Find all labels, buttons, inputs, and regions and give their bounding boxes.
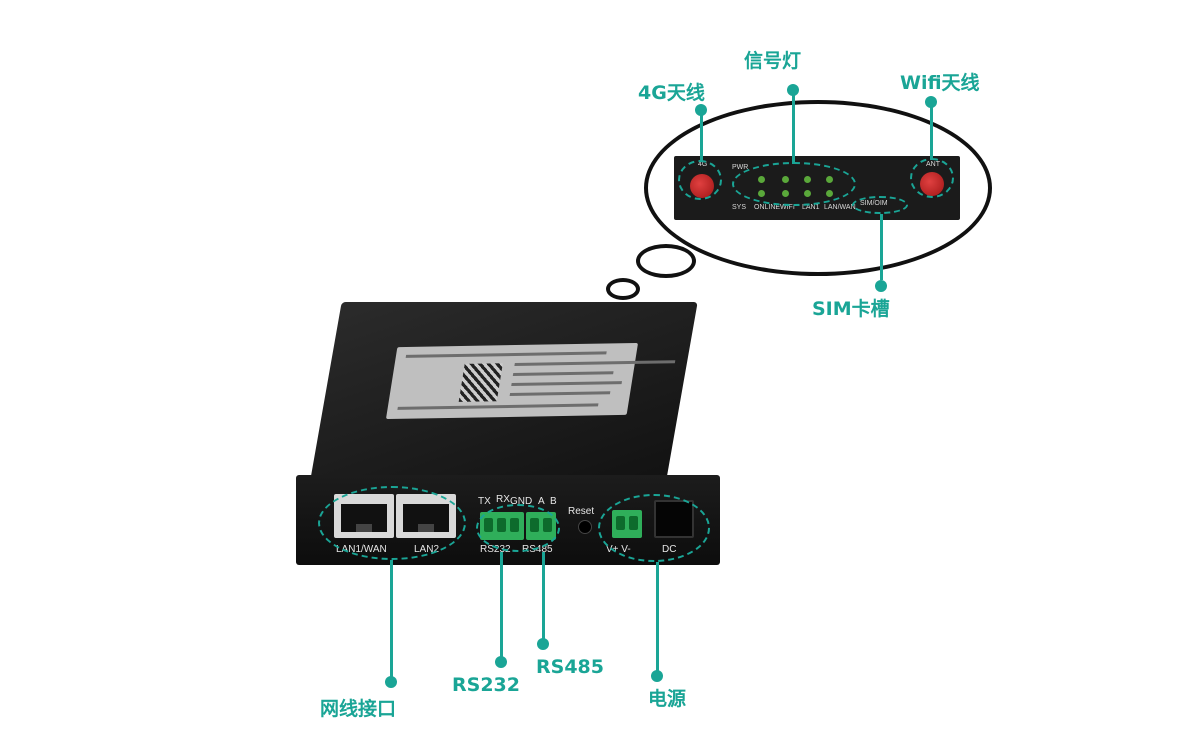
ant4g-callout: 4G天线 [638, 82, 705, 104]
network-line [390, 560, 393, 680]
rs232-callout: RS232 [452, 674, 520, 696]
tx-label: TX [478, 496, 491, 507]
ant4g-line [700, 112, 703, 162]
rs232-dot [495, 656, 507, 668]
rs485-dot [537, 638, 549, 650]
thought-bubble-small [606, 278, 640, 300]
sim-line [880, 214, 883, 280]
power-dot [651, 670, 663, 682]
a-label: A [538, 496, 545, 507]
serial-highlight [476, 504, 560, 552]
lan1-label: LAN1 [802, 204, 820, 211]
wifi-dot [925, 96, 937, 108]
online-label: ONLINE [754, 204, 781, 211]
power-callout: 电源 [648, 688, 687, 710]
sim-highlight [852, 196, 908, 214]
product-label [385, 342, 676, 420]
network-highlight [318, 486, 466, 560]
rs485-device-label: RS485 [522, 544, 553, 555]
sim-dot [875, 280, 887, 292]
reset-label: Reset [568, 506, 595, 517]
network-dot [385, 676, 397, 688]
sim-callout: SIM卡槽 [812, 298, 890, 320]
label-line [405, 351, 607, 358]
wifi-callout: Wifi天线 [900, 72, 980, 94]
rs485-line [542, 552, 545, 642]
thought-bubble-medium [636, 244, 696, 278]
rs232-line [500, 552, 503, 662]
ant4g-dot [695, 104, 707, 116]
ant4g-highlight [678, 160, 722, 200]
rs485-callout: RS485 [536, 656, 604, 678]
qr-code-icon [458, 363, 503, 402]
signal-line [792, 92, 795, 164]
pwr-label: PWR [732, 164, 749, 171]
wifi-highlight [910, 158, 954, 198]
wifi-line [930, 104, 933, 160]
gnd-label: GND [510, 496, 533, 507]
signal-highlight [732, 162, 856, 206]
label-line [512, 371, 614, 377]
b-label: B [550, 496, 557, 507]
rx-label: RX [496, 494, 510, 505]
power-highlight [598, 494, 710, 562]
lan-wan-label: LAN/WAN [824, 204, 856, 211]
label-line [509, 391, 611, 396]
signal-dot [787, 84, 799, 96]
wifi-label: WIFI [780, 204, 795, 211]
sys-label: SYS [732, 204, 747, 211]
power-line [656, 562, 659, 674]
label-line [511, 381, 623, 386]
label-line [397, 403, 599, 410]
signal-callout: 信号灯 [744, 50, 802, 72]
network-callout: 网线接口 [320, 698, 397, 720]
rs232-device-label: RS232 [480, 544, 511, 555]
reset-button [578, 520, 592, 534]
